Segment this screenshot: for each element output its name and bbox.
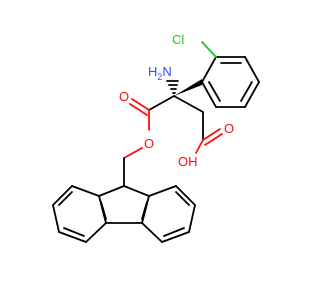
acid-carbonyl-bond — [202, 128, 221, 141]
amine-h-label: H — [148, 64, 157, 79]
ester-carbonyl-bond — [131, 98, 150, 111]
stereo-wedge-bond — [174, 79, 202, 96]
acid-carbonyl-o-label: O — [224, 121, 234, 136]
acid-oh-label: OH — [178, 154, 198, 169]
stereo-hash-bond — [166, 80, 179, 94]
molecule-structure: Cl H2N O O O OH — [52, 32, 260, 243]
chlorophenyl-ring — [201, 56, 260, 108]
c-c-bond — [148, 95, 175, 111]
ester-ether-o-label: O — [144, 136, 154, 151]
amine-label: H2N — [148, 64, 172, 82]
ch2-bond — [173, 95, 204, 113]
amine-subscript: 2 — [157, 72, 162, 82]
ester-carbonyl-o-label: O — [119, 89, 129, 104]
amine-n-label: N — [162, 64, 171, 79]
chlorine-label: Cl — [172, 32, 184, 47]
c-cl-bond — [201, 41, 217, 58]
fluorenyl-group — [52, 185, 196, 243]
o-ch2-bond — [123, 147, 143, 159]
acid-oh-bond — [195, 139, 204, 154]
